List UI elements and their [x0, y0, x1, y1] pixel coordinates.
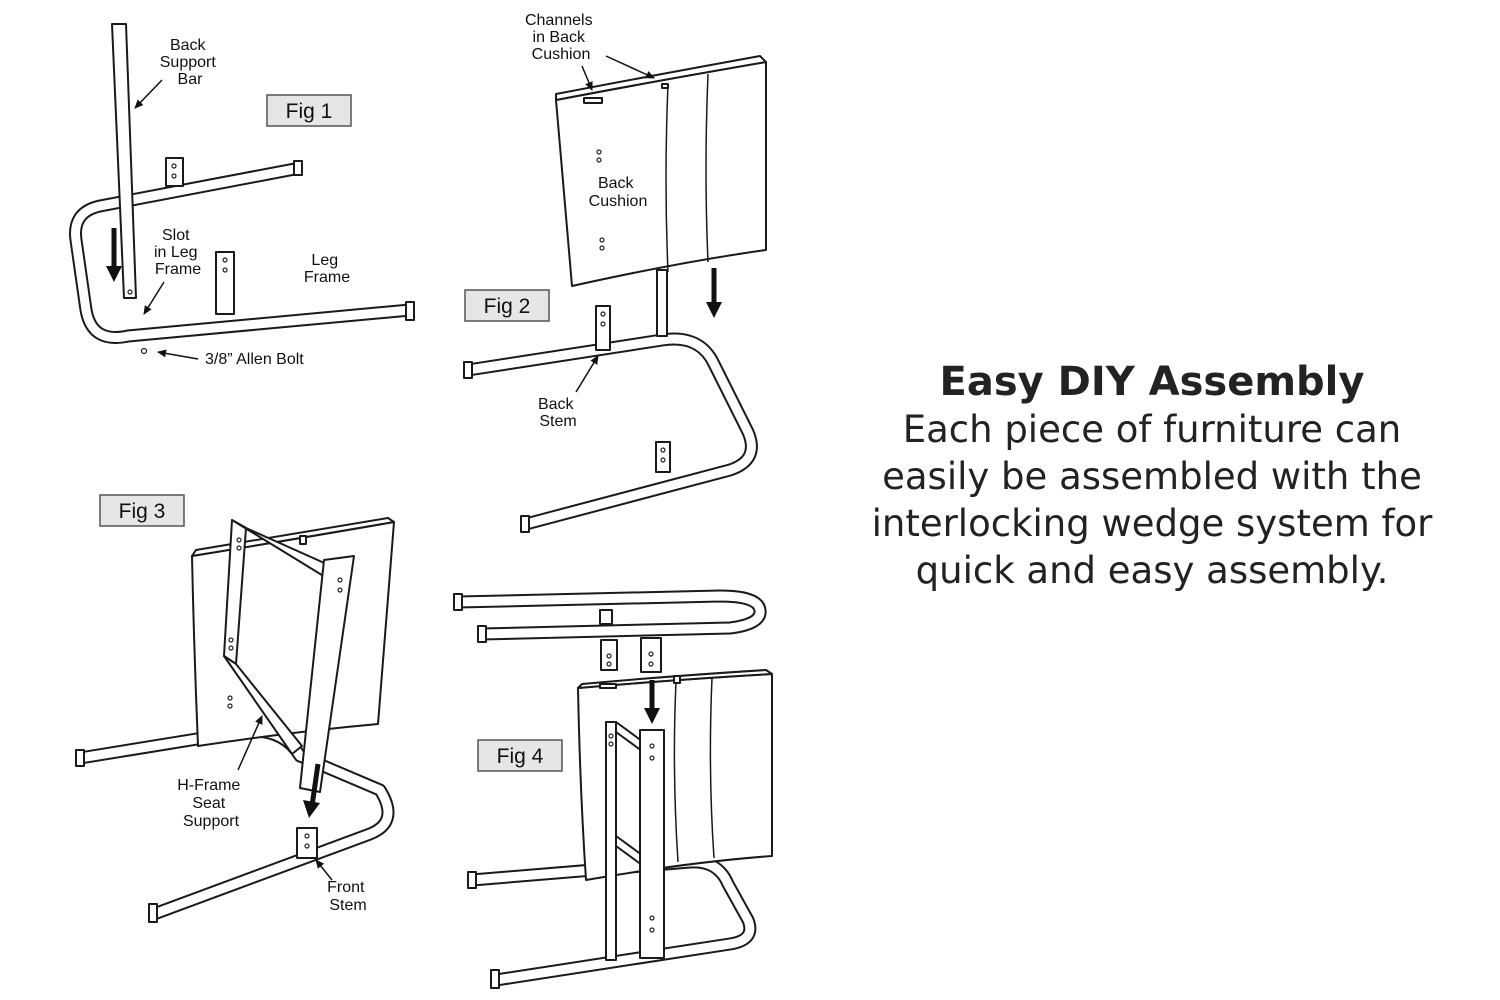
- fig1-front-stem: [215, 251, 235, 315]
- label-front-stem: Front Stem: [327, 879, 369, 914]
- description-body: Each piece of furniture can easily be as…: [871, 408, 1433, 592]
- fig2-label-box: [464, 289, 550, 322]
- description-heading: Easy DIY Assembly: [939, 359, 1365, 405]
- fig4-seat-frame: [453, 589, 767, 673]
- fig4-back-cushion: [577, 669, 773, 881]
- label-slot-in-leg-frame: Slot in Leg Frame: [154, 227, 202, 278]
- fig4-label-box: [477, 739, 563, 772]
- label-back-stem: Back Stem: [538, 396, 578, 430]
- label-channels-in-back-cushion: Channels in Back Cushion: [525, 12, 597, 63]
- fig2-label: Fig 2: [484, 295, 531, 318]
- fig2-front-stem: [655, 441, 671, 473]
- fig2-illustration: Fig 2 Back Cushion: [463, 12, 767, 533]
- fig3-h-frame: [223, 519, 355, 793]
- fig4-label: Fig 4: [497, 745, 544, 768]
- label-leg-frame: Leg Frame: [304, 252, 350, 286]
- fig3-label: Fig 3: [119, 500, 166, 523]
- fig1-allen-bolt: [140, 347, 148, 355]
- down-arrow-icon: [106, 266, 122, 282]
- fig2-cushion-channel: [583, 97, 603, 104]
- fig1-back-stem: [165, 157, 184, 187]
- fig3-front-stem: [296, 827, 318, 859]
- label-back-support-bar: Back Support Bar: [160, 37, 221, 88]
- fig1-label: Fig 1: [286, 100, 333, 123]
- fig2-back-cushion: Back Cushion: [555, 55, 767, 287]
- fig1-label-box: [266, 94, 352, 127]
- fig4-h-frame: [605, 721, 665, 961]
- fig2-leg-frame: [463, 332, 758, 533]
- down-arrow-icon: [706, 302, 722, 318]
- label-back-cushion: Back Cushion: [589, 175, 648, 210]
- fig1-leg-frame: [69, 160, 415, 344]
- fig4-illustration: Fig 4: [453, 589, 773, 989]
- down-arrow-icon: [644, 708, 660, 724]
- down-arrow-icon: [303, 800, 320, 818]
- fig3-illustration: Fig 3: [75, 494, 395, 923]
- fig1-illustration: Fig 1 Back Support Bar Slot in Leg: [69, 23, 415, 368]
- label-allen-bolt: 3/8” Allen Bolt: [205, 351, 304, 368]
- fig1-back-support-bar: [111, 23, 137, 299]
- assembly-description: Easy DIY Assembly Each piece of furnitur…: [862, 358, 1442, 594]
- fig2-back-stem: [595, 305, 611, 351]
- label-h-frame-seat-support: H-Frame Seat Support: [177, 777, 245, 830]
- fig3-label-box: [99, 494, 185, 527]
